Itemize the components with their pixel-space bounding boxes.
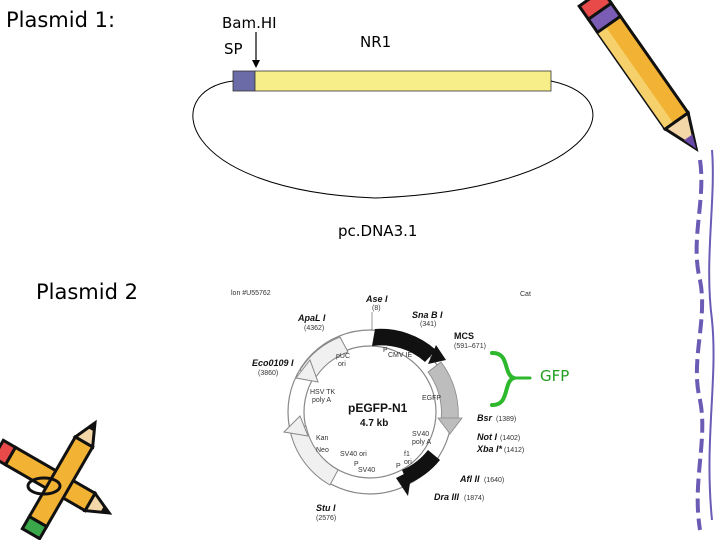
svg-text:Eco0109 I: Eco0109 I [252,358,294,368]
svg-text:poly A: poly A [412,439,431,446]
svg-text:pUC: pUC [336,353,350,360]
svg-text:SV40 ori: SV40 ori [340,451,367,458]
svg-text:(8): (8) [372,305,381,312]
nr1-label: NR1 [360,33,392,51]
svg-text:SV40: SV40 [412,431,429,438]
svg-text:CMV IE: CMV IE [388,352,412,359]
svg-text:(1874): (1874) [464,495,484,502]
svg-text:poly A: poly A [312,397,331,404]
pcdna-backbone-loop [192,80,594,199]
svg-text:Afl II: Afl II [459,474,480,484]
svg-text:(4362): (4362) [304,325,324,332]
svg-text:SV40: SV40 [358,467,375,474]
svg-text:Ase I: Ase I [365,294,388,304]
svg-text:Kan: Kan [316,435,329,442]
svg-text:Xba I*: Xba I* [476,444,503,454]
svg-text:ori: ori [404,459,412,466]
svg-text:Not I: Not I [477,432,497,442]
svg-text:P: P [354,461,359,468]
svg-text:f1: f1 [404,451,410,458]
plasmid1-title: Plasmid 1: [6,8,116,32]
svg-text:Sna B I: Sna B I [412,310,443,320]
accession-text: lon #U55762 [231,290,271,297]
svg-text:Neo: Neo [316,447,329,454]
svg-text:(2576): (2576) [316,515,336,522]
pcmv-segment [372,328,436,362]
svg-text:EGFP: EGFP [422,395,441,402]
svg-text:(591–671): (591–671) [454,343,486,350]
svg-text:P: P [396,463,401,470]
svg-text:ApaL I: ApaL I [297,313,326,323]
svg-text:(1402): (1402) [500,435,520,442]
gfp-label: GFP [540,367,570,385]
svg-text:P: P [383,347,388,354]
svg-text:Stu I: Stu I [316,503,336,513]
center-size: 4.7 kb [360,418,388,429]
svg-text:Bsr: Bsr [477,413,493,423]
plasmid2-title: Plasmid 2 [36,280,138,304]
vector-label: pc.DNA3.1 [338,222,418,240]
center-name: pEGFP-N1 [348,401,408,415]
svg-text:MCS: MCS [454,331,474,341]
svg-text:(341): (341) [420,321,436,328]
svg-text:ori: ori [338,361,346,368]
svg-text:(1412): (1412) [504,447,524,454]
bamhi-label: Bam.HI [222,14,277,32]
svg-text:(3860): (3860) [258,370,278,377]
svg-text:(1640): (1640) [484,477,504,484]
svg-text:Dra III: Dra III [434,492,460,502]
sp-label: SP [224,40,243,58]
cat-text: Cat [520,291,531,298]
svg-text:HSV TK: HSV TK [310,389,335,396]
svg-text:(1389): (1389) [496,416,516,423]
